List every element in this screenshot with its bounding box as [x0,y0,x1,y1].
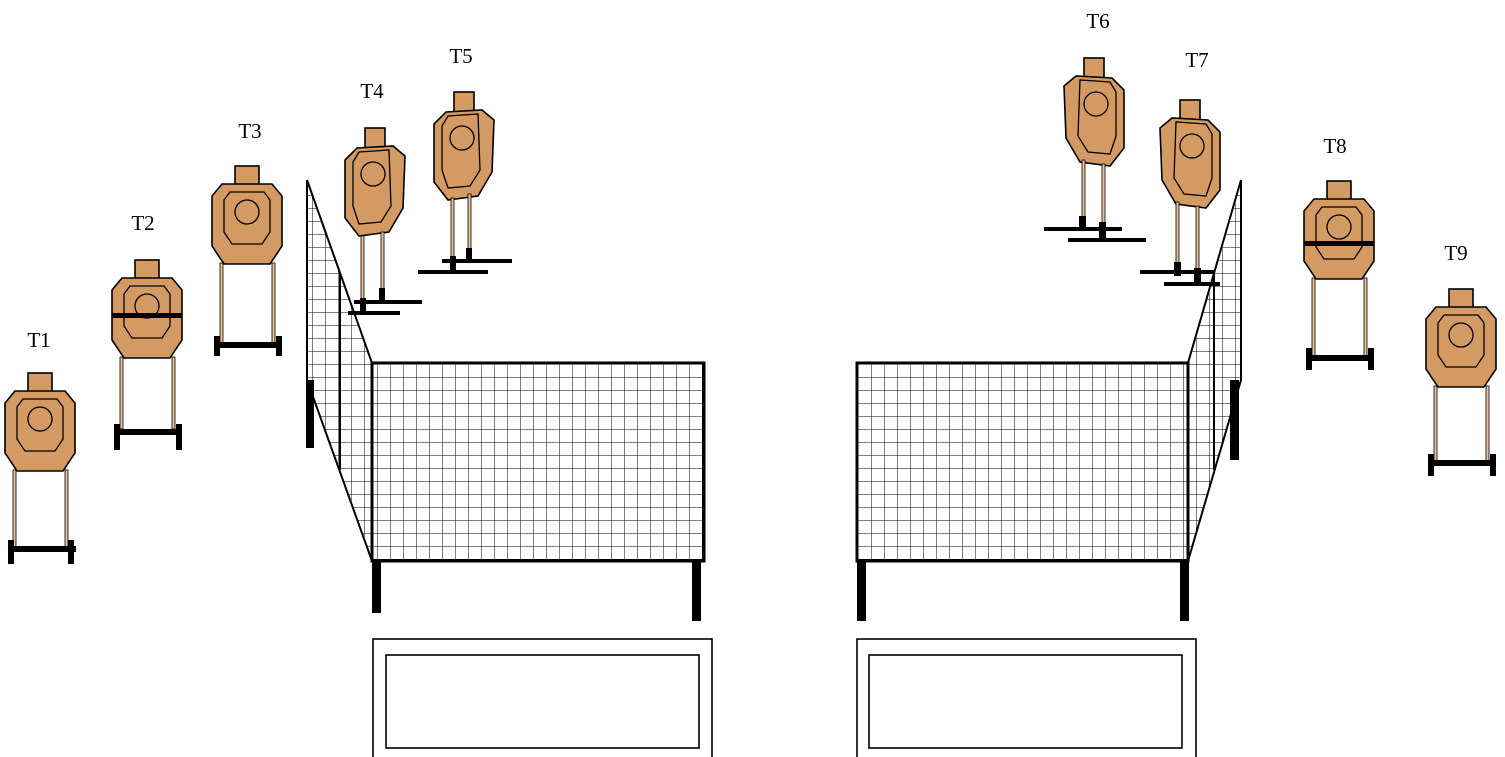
target-t7: T7 [1140,48,1221,286]
target-stand-t9 [1428,385,1496,476]
target-t2: T2 [111,211,183,450]
tape-strip-t2 [112,313,182,318]
target-t6: T6 [1044,9,1146,242]
target-label-t5: T5 [449,44,472,68]
target-label-t1: T1 [27,328,50,352]
target-label-t6: T6 [1086,9,1109,33]
target-stand-t2 [114,356,182,450]
target-t9: T9 [1425,241,1497,476]
target-label-t4: T4 [360,79,384,103]
tape-strip-t8 [1304,241,1374,246]
shooting-box-right [856,638,1197,757]
target-stand-t3 [214,262,282,356]
target-label-t2: T2 [131,211,154,235]
barricade-left [306,179,706,621]
target-stand-t4 [348,231,422,315]
shooting-box-left [372,638,713,757]
target-t4: T4 [344,79,422,315]
target-stand-t1 [8,469,76,564]
target-t3: T3 [211,119,283,356]
target-t8: T8 [1303,134,1375,370]
target-stand-t8 [1306,277,1374,370]
barricade-right-panel [855,361,1190,621]
target-label-t9: T9 [1444,241,1467,265]
target-stand-t5 [418,193,512,274]
target-label-t8: T8 [1323,134,1346,158]
barricade-left-panel [370,361,706,621]
target-t5: T5 [418,44,512,274]
target-label-t3: T3 [238,119,261,143]
target-label-t7: T7 [1185,48,1208,72]
target-t1: T1 [4,328,76,564]
target-stand-t7 [1140,201,1220,286]
barricade-right [855,179,1242,621]
target-stand-t6 [1044,159,1146,242]
